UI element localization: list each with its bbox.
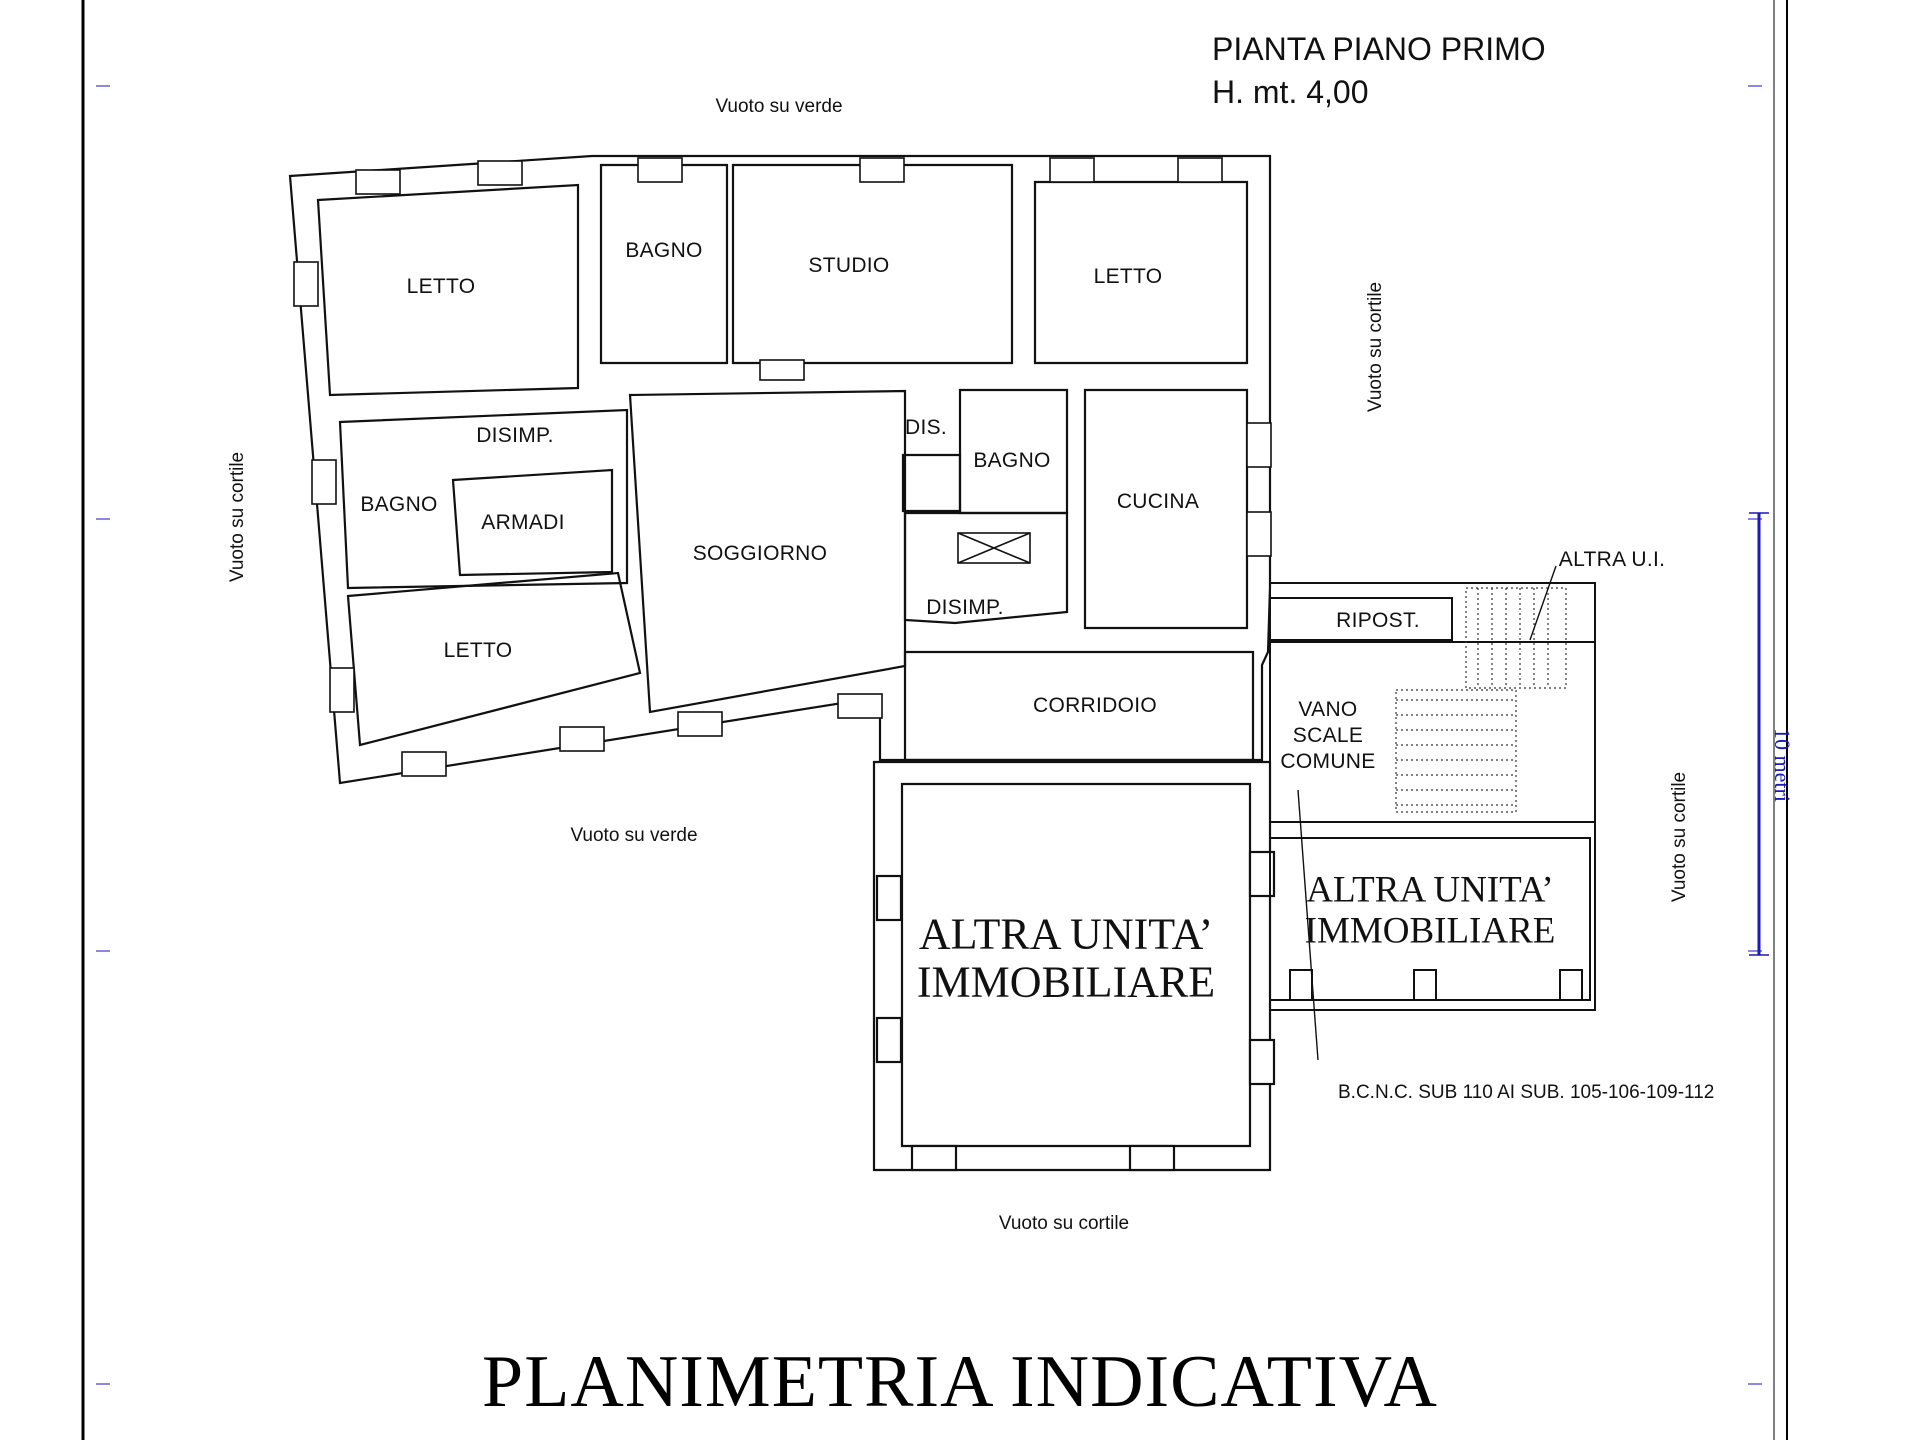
plan-title: PIANTA PIANO PRIMO (1212, 31, 1546, 67)
room-label-dis: DIS. (904, 416, 948, 439)
surrounding-south: Vuoto su cortile (998, 1213, 1130, 1234)
room-label-disimp-c: DISIMP. (926, 596, 1004, 619)
room-label-ripost: RIPOST. (1336, 609, 1420, 632)
sheet-frame (81, 0, 1788, 1440)
registration-ticks (96, 85, 1762, 1385)
bcnc-note: B.C.N.C. SUB 110 AI SUB. 105-106-109-112 (1338, 1082, 1715, 1103)
room-label-cucina: CUCINA (1116, 490, 1200, 513)
east-block (1269, 582, 1596, 1061)
room-label-bagno-w: BAGNO (360, 493, 438, 516)
surrounding-north: Vuoto su verde (715, 96, 843, 117)
other-unit-small-line-2: IMMOBILIARE (1304, 911, 1556, 952)
room-label-corridoio: CORRIDOIO (1032, 694, 1158, 717)
label-altra-ui: ALTRA U.I. (1558, 548, 1666, 571)
surrounding-west: Vuoto su cortile (227, 451, 248, 583)
other-unit-large-line-1: ALTRA UNITA’ (918, 909, 1214, 959)
other-unit-small-label: ALTRA UNITA’ IMMOBILIARE (1305, 870, 1556, 953)
surrounding-east-far: Vuoto su cortile (1669, 771, 1690, 903)
stair-treads (1395, 587, 1567, 813)
scale-bar (1749, 512, 1769, 956)
scale-bar-label: 10 metri (1770, 728, 1795, 802)
room-label-letto-sw: LETTO (443, 639, 513, 662)
room-label-letto-ne: LETTO (1093, 265, 1163, 288)
other-unit-large-label: ALTRA UNITA’ IMMOBILIARE (917, 910, 1215, 1005)
room-label-bagno-c: BAGNO (973, 449, 1051, 472)
plan-height: H. mt. 4,00 (1212, 74, 1369, 110)
room-label-studio: STUDIO (808, 254, 890, 277)
room-label-disimp-w: DISIMP. (476, 424, 554, 447)
vano-scale-line-1: VANO (1298, 698, 1358, 721)
room-label-bagno-n: BAGNO (625, 239, 703, 262)
surrounding-east: Vuoto su cortile (1365, 281, 1386, 413)
other-unit-large-line-2: IMMOBILIARE (916, 957, 1216, 1006)
surrounding-south-west: Vuoto su verde (570, 825, 698, 846)
room-label-armadi: ARMADI (481, 511, 565, 534)
apartment-walls (288, 154, 1272, 785)
room-label-soggiorno: SOGGIORNO (692, 542, 828, 565)
elevator-symbol (957, 532, 1031, 564)
other-unit-large (872, 760, 1276, 1172)
altra-ui-leader (1529, 565, 1557, 641)
plan-title-block: PIANTA PIANO PRIMO H. mt. 4,00 (1212, 28, 1546, 114)
room-label-letto-nw: LETTO (406, 275, 476, 298)
vano-scale-line-3: COMUNE (1280, 750, 1376, 773)
footer-title: PLANIMETRIA INDICATIVA (482, 1341, 1438, 1423)
room-label-vano-scale: VANO SCALE COMUNE (1280, 697, 1375, 775)
other-unit-small-line-1: ALTRA UNITA’ (1306, 869, 1554, 911)
window-markers (293, 157, 1272, 777)
vano-scale-line-2: SCALE (1292, 724, 1364, 747)
